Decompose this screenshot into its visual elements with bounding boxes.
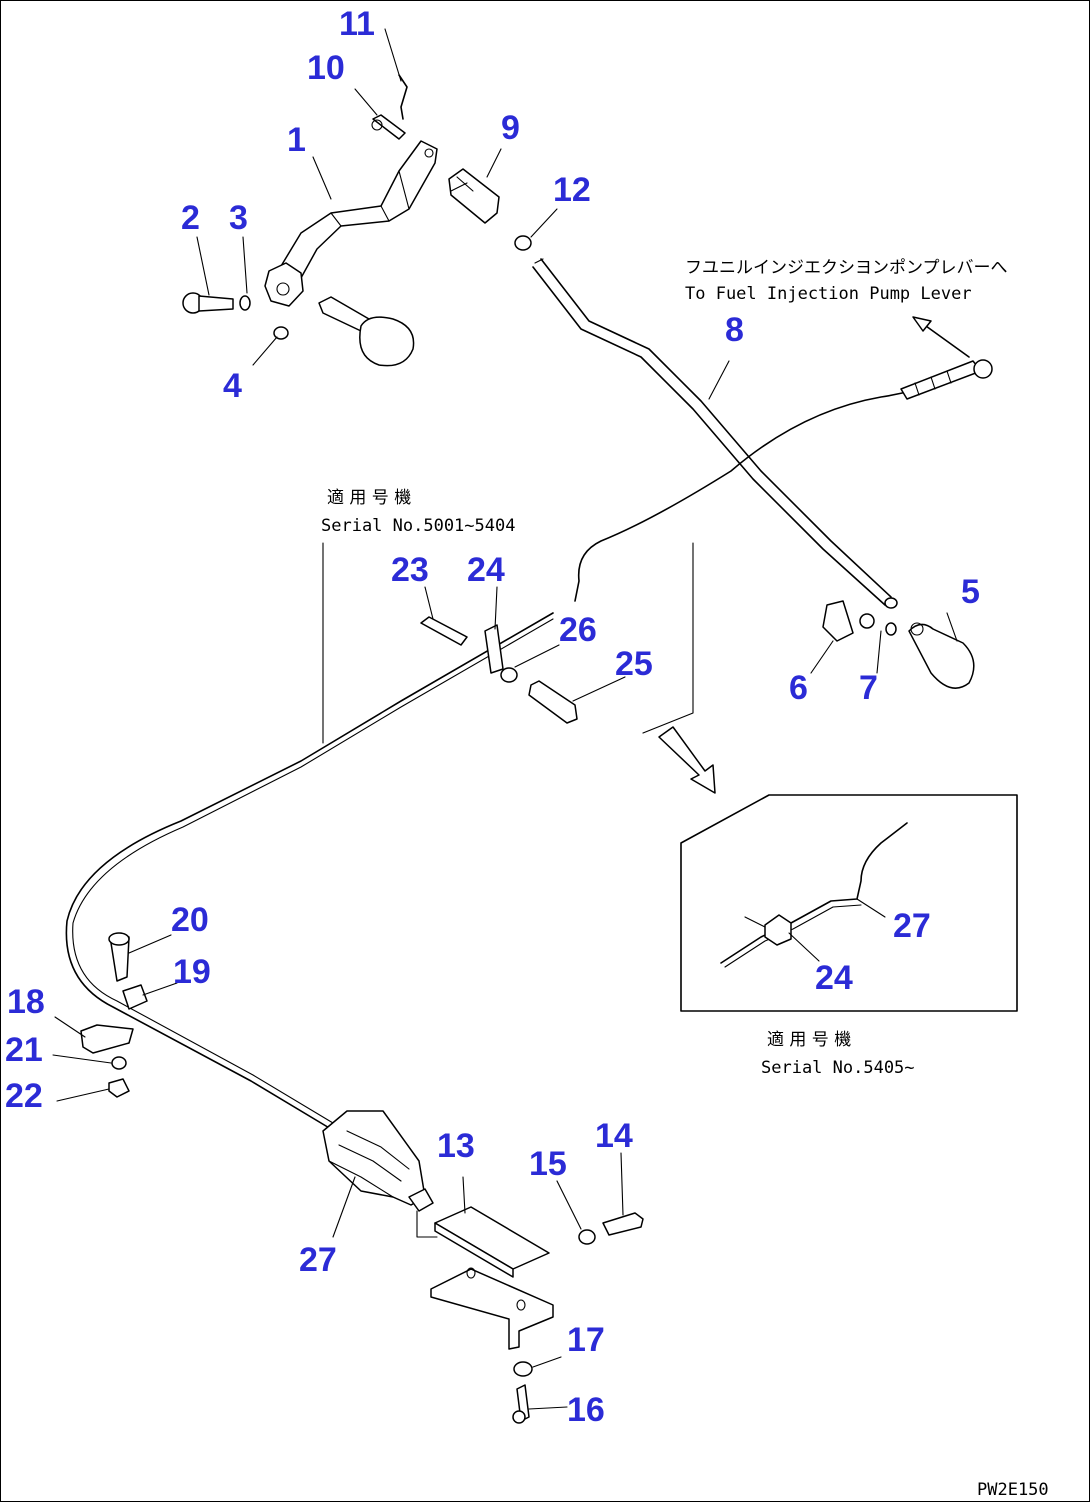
washer-part-3 <box>239 295 251 311</box>
bolt-part-25 <box>528 680 578 724</box>
callout-27-detail: 27 <box>893 907 931 945</box>
pedal-knob <box>318 296 415 367</box>
figure-code: PW2E150 <box>977 1480 1049 1500</box>
bolt-part-2 <box>182 292 234 314</box>
washer-part-26 <box>500 667 518 683</box>
callout-7: 7 <box>859 669 878 707</box>
lever-arm-part-1 <box>264 140 438 307</box>
nut-part-12 <box>514 235 532 251</box>
callout-numbers: 11 10 1 9 12 2 3 4 8 5 6 7 23 24 26 25 2… <box>5 5 980 1429</box>
washer-part-7 <box>859 613 875 629</box>
serial-range-right-line <box>642 542 694 734</box>
joint-part-9 <box>448 168 500 224</box>
callout-11: 11 <box>339 5 375 43</box>
callout-20: 20 <box>171 901 209 939</box>
callout-17: 17 <box>567 1321 605 1359</box>
pedal-body-part-27 <box>322 1110 434 1212</box>
bolt-part-10 <box>371 114 406 140</box>
plate-part-18 <box>80 1024 134 1054</box>
pin-part-23 <box>420 616 468 646</box>
bracket-group-18-22 <box>80 932 148 1098</box>
pump-lever-note-en: To Fuel Injection Pump Lever <box>685 284 972 304</box>
callout-18: 18 <box>7 983 45 1021</box>
callout-6: 6 <box>789 669 808 707</box>
callout-27: 27 <box>299 1241 337 1279</box>
notes: フユニルインジエクシヨンポンプレバーへ To Fuel Injection Pu… <box>321 258 1049 1500</box>
callout-14: 14 <box>595 1117 633 1155</box>
detail-arrow <box>658 726 716 794</box>
detail-inset <box>680 794 1018 1012</box>
callout-2: 2 <box>181 199 200 237</box>
clamp-group <box>420 616 578 724</box>
callout-22: 22 <box>5 1077 43 1115</box>
callout-5: 5 <box>961 573 980 611</box>
pin-part-4 <box>273 326 289 340</box>
bracket-part-13 <box>416 1206 554 1350</box>
serial-old-note-en: Serial No.5001~5404 <box>321 516 515 536</box>
clamp-part-24 <box>484 624 504 674</box>
callout-16: 16 <box>567 1391 605 1429</box>
callout-23: 23 <box>391 551 429 589</box>
serial-old-note-jp: 適 用 号 機 <box>327 488 411 508</box>
callout-25: 25 <box>615 645 653 683</box>
serial-new-note-jp: 適 用 号 機 <box>767 1030 851 1050</box>
joint-group-5-6-7 <box>822 600 975 689</box>
serial-new-note-en: Serial No.5405~ <box>761 1058 915 1078</box>
callout-15: 15 <box>529 1145 567 1183</box>
control-cable <box>65 359 993 1130</box>
callout-26: 26 <box>559 611 597 649</box>
clamp-part-19 <box>122 984 148 1010</box>
callout-4: 4 <box>223 367 242 405</box>
callout-3: 3 <box>229 199 248 237</box>
pump-lever-note-jp: フユニルインジエクシヨンポンプレバーへ <box>685 258 1008 278</box>
washer-part-15 <box>578 1229 596 1245</box>
callout-12: 12 <box>553 171 591 209</box>
callout-1: 1 <box>287 121 306 159</box>
callout-19: 19 <box>173 953 211 991</box>
callout-24: 24 <box>467 551 505 589</box>
washer-part-17 <box>513 1361 533 1377</box>
leader-lines <box>52 28 970 1410</box>
split-pin-part-11 <box>398 74 408 120</box>
rod-part-8 <box>532 258 898 609</box>
nut-part-6 <box>822 600 854 642</box>
callout-9: 9 <box>501 109 520 147</box>
callout-10: 10 <box>307 49 345 87</box>
nut-part-22 <box>108 1078 130 1098</box>
callout-21: 21 <box>5 1031 43 1069</box>
callout-13: 13 <box>437 1127 475 1165</box>
callout-24-detail: 24 <box>815 959 853 997</box>
joint-part-5 <box>908 623 975 689</box>
washer-part-21 <box>111 1056 127 1070</box>
callout-8: 8 <box>725 311 744 349</box>
bolt-part-14 <box>602 1212 644 1236</box>
